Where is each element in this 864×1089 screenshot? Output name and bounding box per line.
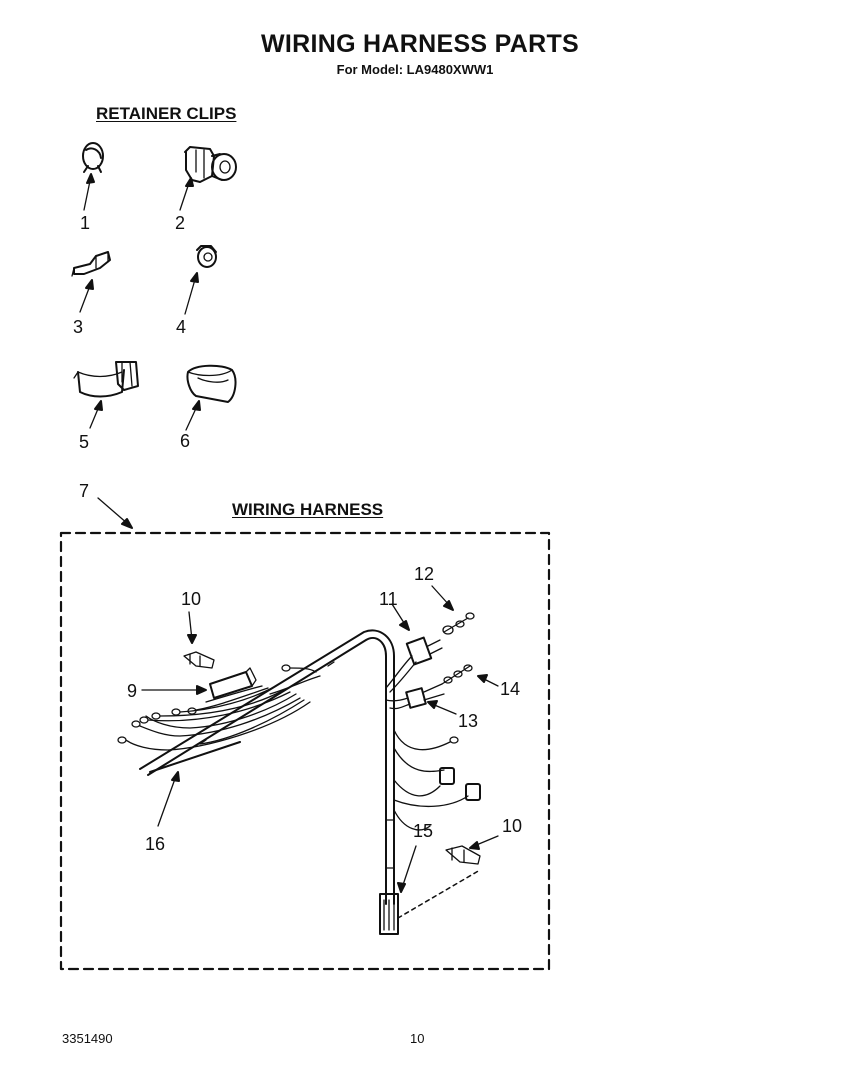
clip-2-icon xyxy=(179,146,237,211)
callout-3: 3 xyxy=(73,317,84,337)
callout-11: 11 xyxy=(379,589,398,609)
callout-10-upper: 10 xyxy=(181,589,202,609)
part-number: 3351490 xyxy=(62,1031,113,1046)
callout-13: 13 xyxy=(458,711,479,731)
callout-9: 9 xyxy=(127,681,138,701)
retainer-clips-heading: RETAINER CLIPS xyxy=(96,104,237,123)
callout-16: 16 xyxy=(145,834,166,854)
clip-6-icon xyxy=(185,364,237,431)
callout-14: 14 xyxy=(500,679,521,699)
callout-12: 12 xyxy=(414,564,435,584)
page-title: WIRING HARNESS PARTS xyxy=(260,30,580,58)
callout-7: 7 xyxy=(79,481,90,501)
callout-5: 5 xyxy=(79,432,90,452)
callout-15: 15 xyxy=(413,821,434,841)
clip-5-icon xyxy=(73,361,139,429)
wiring-harness-heading: WIRING HARNESS xyxy=(232,500,384,519)
callout-4: 4 xyxy=(176,317,187,337)
clip-3-icon xyxy=(71,251,111,313)
callout-7-pointer xyxy=(97,497,133,529)
model-subtitle: For Model: LA9480XWW1 xyxy=(336,62,494,77)
page-number: 10 xyxy=(410,1031,425,1046)
wiring-harness-assembly xyxy=(117,585,499,935)
callout-2: 2 xyxy=(175,213,186,233)
clip-1-icon xyxy=(82,142,104,211)
clip-4-icon xyxy=(184,245,217,315)
callout-1: 1 xyxy=(80,213,91,233)
harness-boundary xyxy=(59,531,551,971)
callout-6: 6 xyxy=(180,431,191,451)
callout-10-lower: 10 xyxy=(502,816,523,836)
